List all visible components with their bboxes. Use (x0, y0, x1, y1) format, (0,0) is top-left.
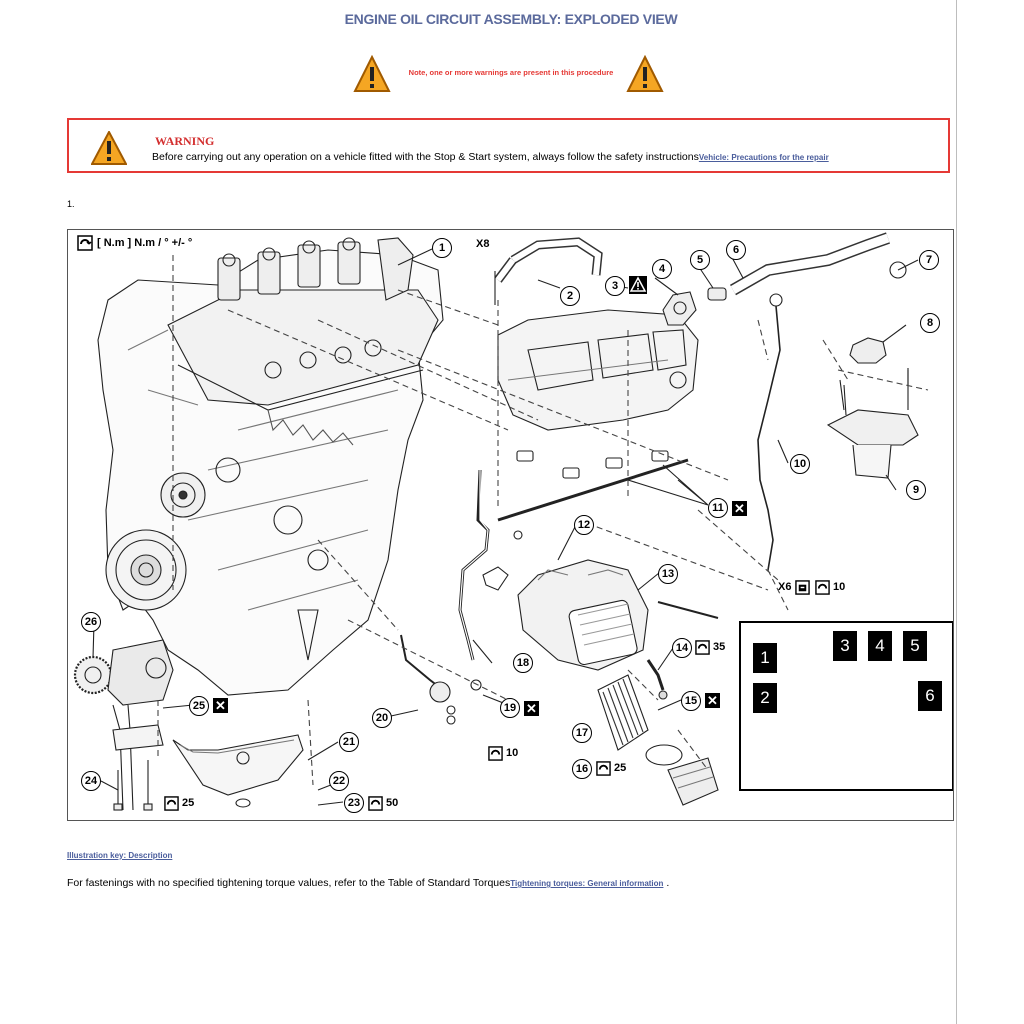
warning-note: Note, one or more warnings are present i… (0, 52, 1022, 96)
torque-wrench-icon (596, 761, 611, 776)
oil-filler (826, 337, 919, 479)
warning-text: Before carrying out any operation on a v… (152, 151, 829, 163)
alignment-lines (157, 255, 929, 786)
torque-wrench-icon (77, 235, 93, 251)
tightening-step-5: 5 (903, 631, 927, 661)
manifold-seals (497, 450, 689, 522)
oil-pump-bolts (113, 760, 153, 811)
illustration-key-link[interactable]: Illustration key: Description (67, 851, 173, 860)
callout-5: 5 (690, 250, 710, 270)
callout-10: 10 (790, 454, 810, 474)
footer-end: . (666, 877, 670, 889)
torque-value-14: 35 (713, 641, 726, 653)
oil-filter (597, 674, 719, 806)
tightening-step-3: 3 (833, 631, 857, 661)
legend-label: [ N.m ] N.m / ° +/- ° (97, 236, 193, 249)
callout-22: 22 (329, 771, 349, 791)
tightening-step-6: 6 (918, 681, 942, 711)
callout-24: 24 (81, 771, 101, 791)
torque-wrench-icon (488, 746, 503, 761)
callout-23: 23 (344, 793, 364, 813)
callout-2: 2 (560, 286, 580, 306)
legend: [ N.m ] N.m / ° +/- ° (77, 235, 192, 251)
torque-value-16: 25 (614, 762, 627, 774)
callout-8: 8 (920, 313, 940, 333)
step-number: 1. (67, 199, 75, 209)
precautions-link[interactable]: Vehicle: Precautions for the repair (698, 153, 829, 162)
tightening-order-icon (795, 580, 810, 595)
footer-text: For fastenings with no specified tighten… (67, 877, 669, 889)
callout-9: 9 (906, 480, 926, 500)
cooler-bolt (657, 601, 719, 619)
footer-body: For fastenings with no specified tighten… (67, 877, 511, 889)
quantity-x6: X6 (778, 581, 792, 593)
replace-part-icon: ✕ (213, 698, 228, 713)
callout-11: 11 (708, 498, 728, 518)
tightening-step-4: 4 (868, 631, 892, 661)
warning-heading: WARNING (155, 134, 215, 148)
oil-pump (73, 639, 174, 811)
breather-hoses (494, 232, 890, 296)
replace-part-icon: ✕ (732, 501, 747, 516)
callout-19: 19 (500, 698, 520, 718)
tightening-step-1: 1 (753, 643, 777, 673)
warning-triangle-icon (91, 131, 127, 165)
oil-level-sensor (400, 634, 456, 715)
warning-triangle-icon (629, 276, 647, 294)
callout-15: 15 (681, 691, 701, 711)
callout-12: 12 (574, 515, 594, 535)
pcv-valve (662, 261, 907, 326)
replace-part-icon: ✕ (524, 701, 539, 716)
oil-sump (172, 734, 304, 808)
dipstick (757, 293, 783, 571)
callout-25: 25 (189, 696, 209, 716)
torque-value-24: 25 (182, 797, 195, 809)
torque-wrench-icon (368, 796, 383, 811)
engine-block (97, 237, 444, 696)
warning-triangle-icon (626, 55, 664, 92)
oil-cooler (482, 559, 649, 671)
callout-7: 7 (919, 250, 939, 270)
callout-21: 21 (339, 732, 359, 752)
exploded-view-figure: [ N.m ] N.m / ° +/- ° 1 2 3 4 5 6 7 8 9 … (67, 229, 954, 821)
callout-18: 18 (513, 653, 533, 673)
callout-20: 20 (372, 708, 392, 728)
callout-4: 4 (652, 259, 672, 279)
tightening-step-2: 2 (753, 683, 777, 713)
page-edge (956, 0, 957, 1024)
torque-value-x6: 10 (833, 581, 846, 593)
misc-bolts (446, 271, 909, 725)
replace-part-icon: ✕ (705, 693, 720, 708)
exploded-view-drawing (73, 232, 935, 811)
warning-box: WARNING Before carrying out any operatio… (67, 118, 950, 173)
tightening-order-inset: 1 2 3 4 5 6 (739, 621, 953, 791)
torque-wrench-icon (815, 580, 830, 595)
dipstick-tube (458, 469, 490, 691)
warning-triangle-icon (353, 55, 391, 92)
callout-16: 16 (572, 759, 592, 779)
callout-3: 3 (605, 276, 625, 296)
warning-note-text: Note, one or more warnings are present i… (408, 68, 614, 77)
torque-table-link[interactable]: Tightening torques: General information (510, 879, 664, 888)
warning-body: Before carrying out any operation on a v… (152, 151, 699, 163)
callout-1: 1 (432, 238, 452, 258)
callout-26: 26 (81, 612, 101, 632)
torque-wrench-icon (695, 640, 710, 655)
callout-17: 17 (572, 723, 592, 743)
callout-14: 14 (672, 638, 692, 658)
oil-separator-housing (497, 309, 699, 431)
torque-value-20: 10 (506, 747, 519, 759)
page-title: ENGINE OIL CIRCUIT ASSEMBLY: EXPLODED VI… (344, 11, 678, 27)
oil-pressure-sensor (646, 659, 668, 700)
callout-13: 13 (658, 564, 678, 584)
callout-6: 6 (726, 240, 746, 260)
torque-wrench-icon (164, 796, 179, 811)
crankshaft-pulley (105, 472, 206, 611)
torque-value-23: 50 (386, 797, 399, 809)
quantity-x8: X8 (476, 238, 490, 250)
